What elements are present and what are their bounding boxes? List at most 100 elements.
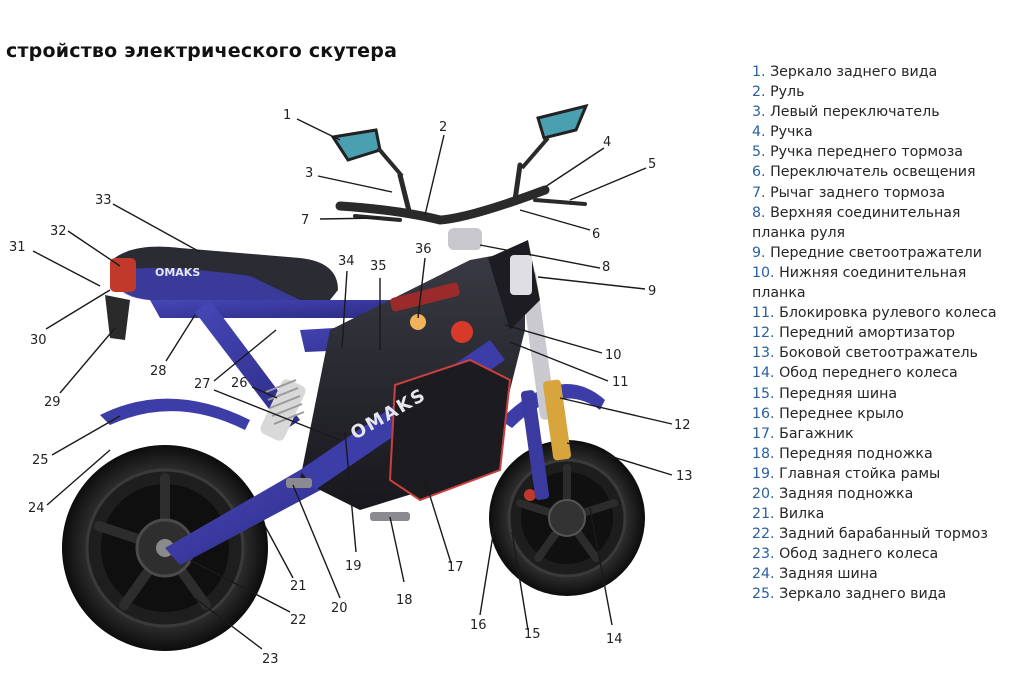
callout-6: 6 [592,227,600,242]
callout-13: 13 [676,469,693,484]
legend-text: Блокировка рулевого колеса [779,305,997,321]
callout-33: 33 [95,193,112,208]
callout-12: 12 [674,418,691,433]
callout-26: 26 [231,376,248,391]
legend-number: 14. [752,365,775,381]
legend-item: 6. Переключатель освещения [752,162,1014,182]
callout-3: 3 [305,166,313,181]
mirrors [333,106,586,176]
legend-number: 7. [752,185,766,201]
legend-number: 20. [752,486,775,502]
legend-item: 2. Руль [752,82,1014,102]
callout-27: 27 [194,377,211,392]
legend-item: 5. Ручка переднего тормоза [752,142,1014,162]
callout-11: 11 [612,375,629,390]
legend-text: Передняя подножка [779,446,933,462]
legend-text: Руль [770,84,804,100]
legend-text: Ручка [770,124,813,140]
callout-29: 29 [44,395,61,410]
legend-item: 23. Обод заднего колеса [752,544,1014,564]
legend-text: Задняя шина [779,566,878,582]
parts-legend: 1. Зеркало заднего вида 2. Руль 3. Левый… [752,62,1014,605]
callout-32: 32 [50,224,67,239]
legend-number: 5. [752,144,766,160]
legend-number: 1. [752,64,766,80]
callout-10: 10 [605,348,622,363]
legend-text: Вилка [779,506,824,522]
callout-30: 30 [30,333,47,348]
legend-text: Рычаг заднего тормоза [770,185,945,201]
legend-item: 13. Боковой светоотражатель [752,343,1014,363]
legend-item: 4. Ручка [752,122,1014,142]
callout-9: 9 [648,284,656,299]
legend-text: Задний барабанный тормоз [779,526,988,542]
legend-number: 22. [752,526,775,542]
callout-1: 1 [283,108,291,123]
callout-2: 2 [439,120,447,135]
legend-text: Левый переключатель [770,104,940,120]
front-wheel [489,440,645,596]
legend-item: 12. Передний амортизатор [752,323,1014,343]
legend-text: Передние светоотражатели [770,245,982,261]
page-title: стройство электрического скутера [6,40,397,62]
brand-seat: OMAKS [155,266,200,279]
legend-number: 6. [752,164,766,180]
callout-35: 35 [370,259,387,274]
legend-item: 24. Задняя шина [752,564,1014,584]
legend-number: 13. [752,345,775,361]
callout-4: 4 [603,135,611,150]
legend-number: 21. [752,506,775,522]
legend-text: Зеркало заднего вида [770,64,937,80]
callout-14: 14 [606,632,623,647]
legend-text: Задняя подножка [779,486,913,502]
legend-text: Переключатель освещения [770,164,975,180]
legend-text: Обод переднего колеса [779,365,958,381]
callout-16: 16 [470,618,487,633]
legend-text: Верхняя соединительная [770,205,960,221]
legend-item: 21. Вилка [752,504,1014,524]
legend-item: 17. Багажник [752,424,1014,444]
callout-20: 20 [331,601,348,616]
rear-fender [100,399,250,430]
legend-number: 12. [752,325,775,341]
legend-text: Нижняя соединительная [779,265,966,281]
legend-item: 8. Верхняя соединительная [752,203,1014,223]
callout-8: 8 [602,260,610,275]
legend-text: Передний амортизатор [779,325,955,341]
legend-text: Главная стойка рамы [779,466,940,482]
callout-18: 18 [396,593,413,608]
legend-text: Боковой светоотражатель [779,345,978,361]
legend-text: Обод заднего колеса [779,546,938,562]
callout-25: 25 [32,453,49,468]
legend-text: Переднее крыло [779,406,904,422]
callout-21: 21 [290,579,307,594]
legend-item: 11. Блокировка рулевого колеса [752,303,1014,323]
legend-number: 24. [752,566,775,582]
callout-22: 22 [290,613,307,628]
legend-item: 15. Передняя шина [752,384,1014,404]
legend-number: 3. [752,104,766,120]
legend-number: 2. [752,84,766,100]
callout-36: 36 [415,242,432,257]
legend-item: 25. Зеркало заднего вида [752,584,1014,604]
legend-item-continuation: планка [752,283,1014,303]
legend-item: 9. Передние светоотражатели [752,243,1014,263]
callout-23: 23 [262,652,279,667]
legend-number: 11. [752,305,775,321]
legend-item: 14. Обод переднего колеса [752,363,1014,383]
legend-number: 18. [752,446,775,462]
rear-footrest [286,478,312,488]
legend-text: Передняя шина [779,386,897,402]
legend-number: 19. [752,466,775,482]
legend-number: 17. [752,426,775,442]
legend-item: 16. Переднее крыло [752,404,1014,424]
tail-light [110,258,136,292]
legend-text: Багажник [779,426,853,442]
callout-19: 19 [345,559,362,574]
legend-text: Ручка переднего тормоза [770,144,963,160]
legend-number: 4. [752,124,766,140]
legend-number: 15. [752,386,775,402]
legend-item: 20. Задняя подножка [752,484,1014,504]
legend-item: 19. Главная стойка рамы [752,464,1014,484]
legend-item: 18. Передняя подножка [752,444,1014,464]
